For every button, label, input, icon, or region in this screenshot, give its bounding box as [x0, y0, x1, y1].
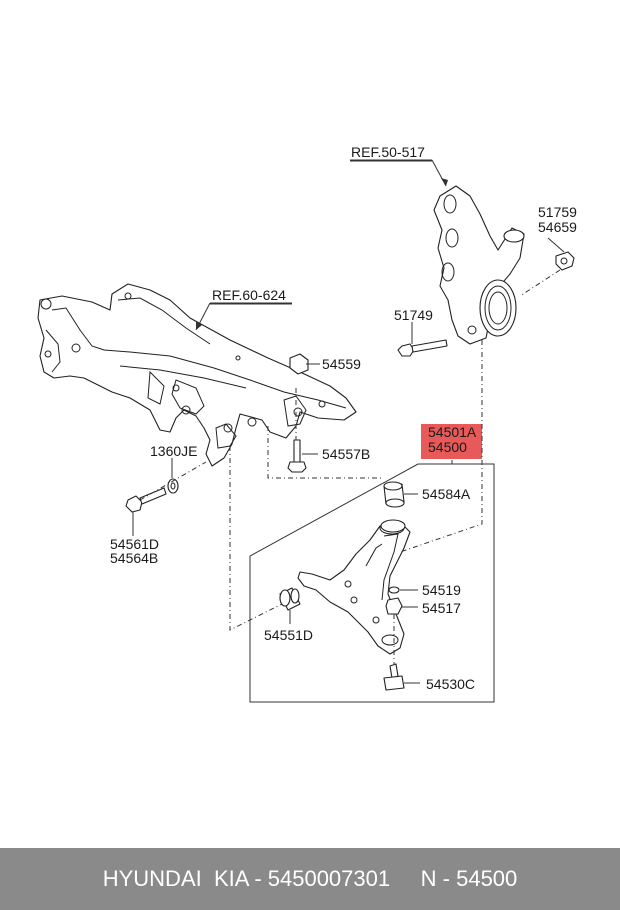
part-54517-label[interactable]: 54517 — [422, 600, 461, 616]
assembly-box — [249, 463, 495, 703]
arm-bolt-drawing — [125, 487, 167, 513]
part-54584A-label[interactable]: 54584A — [422, 486, 471, 502]
ref-subframe-label[interactable]: REF.60-624 — [212, 287, 286, 303]
part-51749-label[interactable]: 51749 — [394, 307, 433, 323]
subframe-bolt-drawing — [287, 439, 307, 473]
ball-joint-drawing — [383, 663, 405, 691]
steering-knuckle-drawing — [433, 185, 525, 345]
part-54519-label[interactable]: 54519 — [422, 582, 461, 598]
washer-drawing — [167, 478, 179, 494]
knuckle-bolt-drawing — [397, 339, 448, 357]
subframe-drawing — [37, 283, 357, 467]
phantom-lines — [139, 269, 561, 664]
footer-text: HYUNDAI KIA - 5450007301 N - 54500 — [102, 866, 518, 891]
part-54551D-label[interactable]: 54551D — [264, 627, 313, 643]
part-51759-label[interactable]: 51759 — [538, 204, 577, 220]
callout-labels: REF.50-517 REF.60-624 51759 54659 51749 … — [110, 144, 577, 692]
part-54559-label[interactable]: 54559 — [322, 356, 361, 372]
clip-and-nut-drawing — [385, 586, 403, 615]
part-54659-label[interactable]: 54659 — [538, 219, 577, 235]
part-54500-label[interactable]: 54500 — [428, 439, 467, 455]
subframe-nut-drawing — [289, 353, 309, 375]
rear-bushing-drawing — [380, 481, 406, 533]
part-54564B-label[interactable]: 54564B — [110, 550, 158, 566]
part-54561D-label[interactable]: 54561D — [110, 536, 159, 552]
front-bushing-drawing — [279, 587, 301, 611]
knuckle-nut-drawing — [555, 251, 575, 271]
part-54557B-label[interactable]: 54557B — [322, 446, 370, 462]
part-54530C-label[interactable]: 54530C — [426, 676, 475, 692]
part-number-footer: HYUNDAI KIA - 5450007301 N - 54500 — [0, 848, 620, 910]
parts-diagram: REF.50-517 REF.60-624 51759 54659 51749 … — [37, 144, 577, 703]
part-number-highlight — [421, 424, 482, 459]
part-54501A-label[interactable]: 54501A — [428, 424, 477, 440]
part-1360JE-label[interactable]: 1360JE — [150, 443, 197, 459]
lower-control-arm-drawing — [297, 521, 411, 655]
ref-knuckle-label[interactable]: REF.50-517 — [351, 144, 425, 160]
leader-lines — [132, 159, 565, 684]
